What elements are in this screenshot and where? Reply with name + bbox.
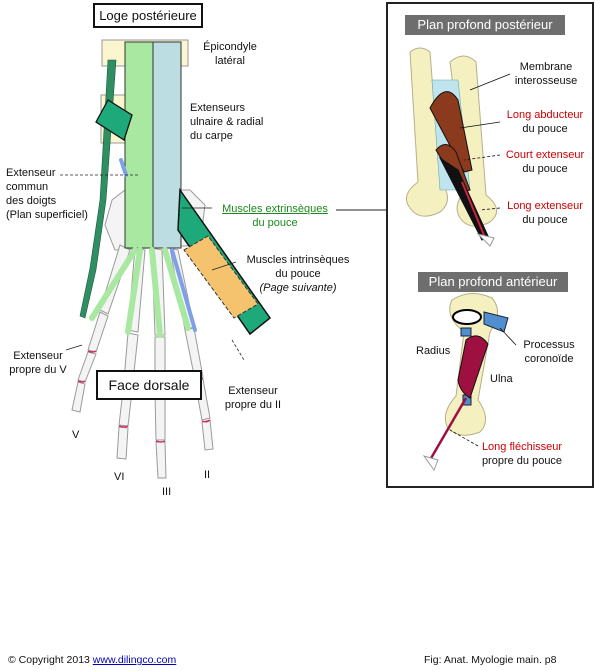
leader-lines xyxy=(60,174,245,361)
finger-label-v: V xyxy=(72,429,80,441)
label-extenseur-propre-v: Extenseur propre du V xyxy=(9,350,67,376)
extensor-tendons xyxy=(89,158,197,338)
label-court-extenseur: Court extenseur du pouce xyxy=(505,149,585,175)
finger-label-vi: VI xyxy=(114,471,125,483)
extensor-carpi-green xyxy=(124,41,154,249)
label-epicondyle: Épicondyle latéral xyxy=(203,41,257,67)
loge-posterieure-box: Loge postérieure xyxy=(93,3,203,28)
extensor-carpi-blue xyxy=(152,41,182,249)
finger-label-iii: III xyxy=(162,486,172,498)
label-long-extenseur: Long extenseur du pouce xyxy=(507,200,583,226)
footer-copyright: © Copyright 2013 www.dilingco.com xyxy=(8,654,177,666)
extensor-band-upper xyxy=(95,99,133,142)
label-long-flechisseur: Long fléchisseur propre du pouce xyxy=(481,441,563,467)
footer-fig: Fig: Anat. Myologie main. p8 xyxy=(424,654,557,666)
label-extenseurs-carpe: Extenseurs ulnaire & radial du carpe xyxy=(190,102,264,142)
intrinsic-thumb-patch xyxy=(183,235,259,319)
label-muscles-intrinseques: Muscles intrinsèques du pouce (Page suiv… xyxy=(246,254,350,294)
main-hand-diagram xyxy=(60,39,272,479)
label-membrane-interosseuse: Membrane interosseuse xyxy=(514,61,578,87)
face-dorsale-box: Face dorsale xyxy=(96,370,202,400)
label-ulna: Ulna xyxy=(490,373,513,385)
finger-label-ii: II xyxy=(204,469,211,481)
label-extenseur-commun: Extenseur commun des doigts (Plan superf… xyxy=(6,167,88,221)
footer-link[interactable]: www.dilingco.com xyxy=(92,654,177,666)
label-muscles-extrinseques: Muscles extrinsèques du pouce xyxy=(222,203,328,229)
inset-title-posterieur: Plan profond postérieur xyxy=(405,15,565,35)
label-radius: Radius xyxy=(416,345,451,357)
label-processus-coronoide: Processus coronoïde xyxy=(523,339,575,365)
inset-title-anterieur: Plan profond antérieur xyxy=(418,272,568,292)
label-long-abducteur: Long abducteur du pouce xyxy=(506,109,584,135)
label-extenseur-propre-ii: Extenseur propre du II xyxy=(224,385,282,411)
